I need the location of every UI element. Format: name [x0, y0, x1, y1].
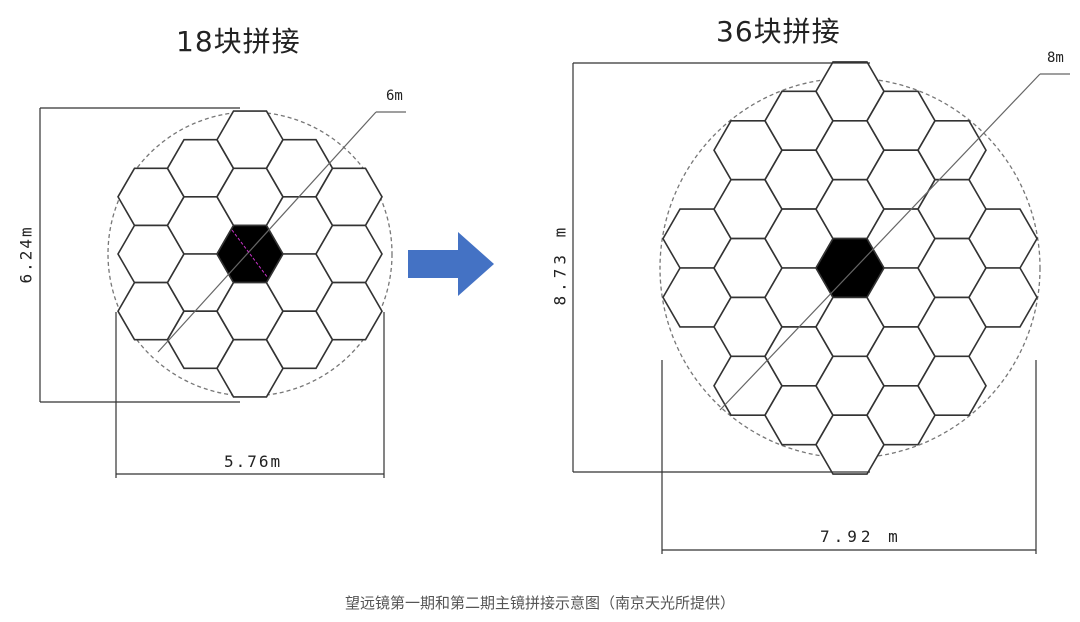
arrow-shape [408, 232, 494, 296]
right-diameter-label: 8m [1047, 50, 1064, 66]
left-height-label: 6.24m [16, 225, 36, 284]
mirror-segment [917, 355, 987, 417]
figure-caption: 望远镜第一期和第二期主镜拼接示意图（南京天光所提供） [344, 594, 735, 612]
right-diameter-leader [719, 73, 1041, 411]
left-mirror-18-segments [39, 107, 406, 478]
right-mirror-36-segments [572, 61, 1070, 554]
left-width-label: 5.76m [224, 452, 283, 471]
right-height-label: 8.73 m [550, 223, 570, 306]
mirror-segment [315, 281, 383, 341]
left-diagram-title: 18块拼接 [176, 25, 301, 58]
mirror-segment [968, 267, 1038, 328]
left-center-marker [231, 229, 269, 279]
right-aperture-circle [659, 77, 1041, 459]
right-arrow-icon [408, 232, 494, 296]
right-width-label: 7.92 m [820, 527, 902, 546]
left-diameter-leader [157, 111, 377, 353]
left-diameter-label: 6m [386, 88, 403, 104]
right-diagram-title: 36块拼接 [716, 15, 841, 48]
